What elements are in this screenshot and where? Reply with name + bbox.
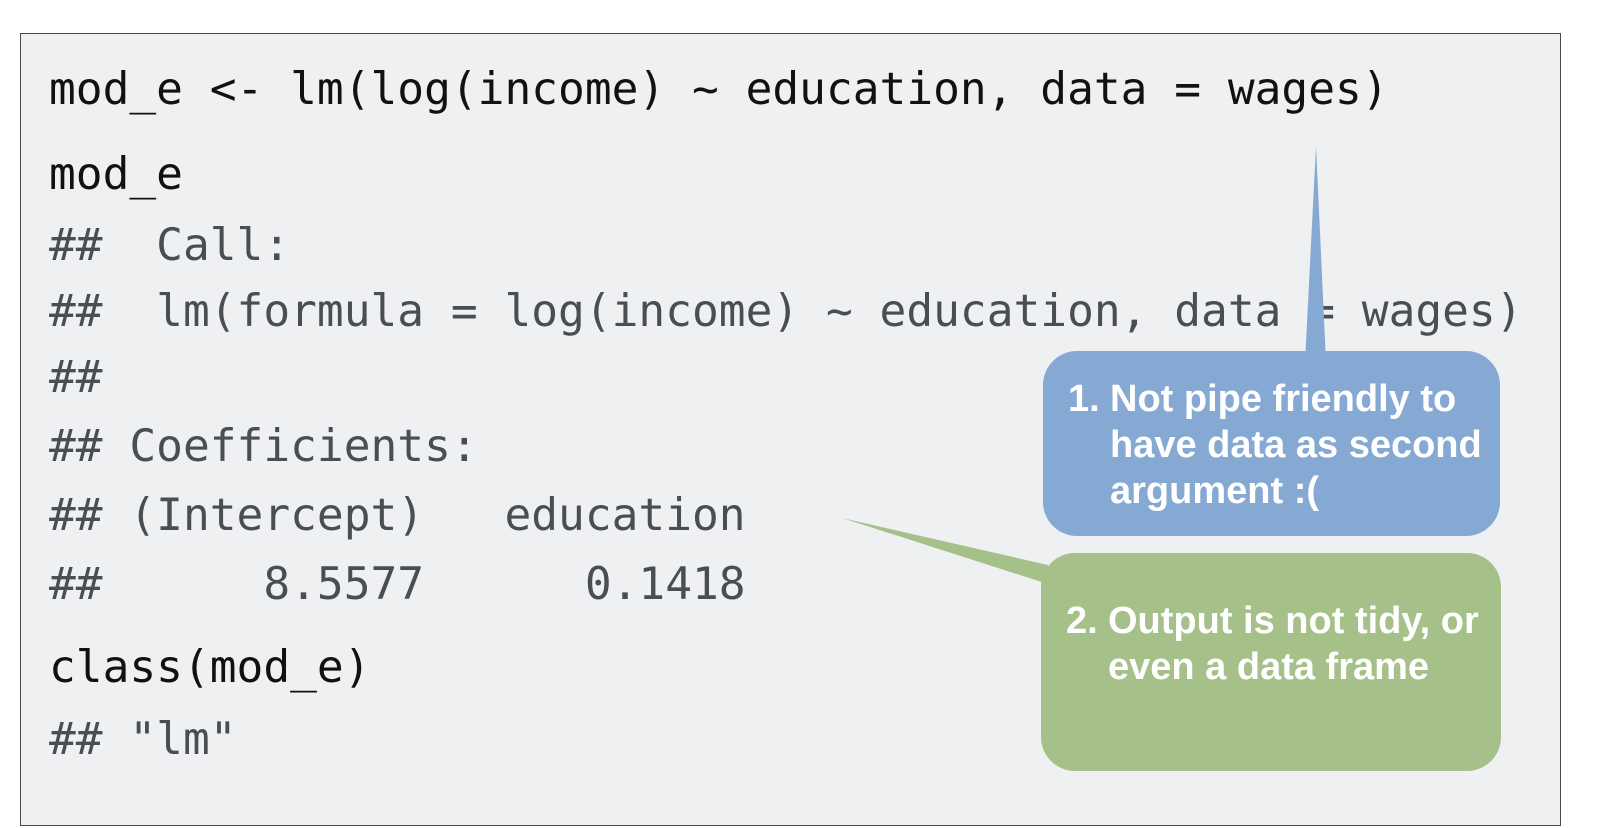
callout-1-bubble <box>1043 351 1500 536</box>
callout-1-pointer <box>1305 146 1326 362</box>
callout-2-item: 2. Output is not tidy, or even a data fr… <box>1066 598 1496 690</box>
code-line-print-model: mod_e <box>49 149 183 200</box>
code-line-class-call: class(mod_e) <box>49 642 371 693</box>
code-line-model-fit: mod_e <- lm(log(income) ~ education, dat… <box>49 64 1389 115</box>
callout-2-text: Output is not tidy, or even a data frame <box>1108 600 1479 688</box>
callout-2-number: 2. <box>1066 600 1098 642</box>
output-line-blank: ## <box>49 352 103 403</box>
callout-1-list: 1. Not pipe friendly to have data as sec… <box>1068 376 1500 514</box>
callout-2-pointer <box>842 518 1048 584</box>
callout-1-number: 1. <box>1068 378 1100 420</box>
callout-2-bubble <box>1041 553 1501 771</box>
callout-1-item: 1. Not pipe friendly to have data as sec… <box>1068 376 1500 514</box>
callout-1-text: Not pipe friendly to have data as second… <box>1110 378 1482 512</box>
output-line-coefficient-values: ## 8.5577 0.1418 <box>49 559 746 610</box>
output-line-coefficient-names: ## (Intercept) education <box>49 490 746 541</box>
output-line-coefficients-label: ## Coefficients: <box>49 421 478 472</box>
output-line-call-label: ## Call: <box>49 220 291 271</box>
callout-2-list: 2. Output is not tidy, or even a data fr… <box>1066 598 1496 690</box>
output-line-class-result: ## "lm" <box>49 714 237 765</box>
